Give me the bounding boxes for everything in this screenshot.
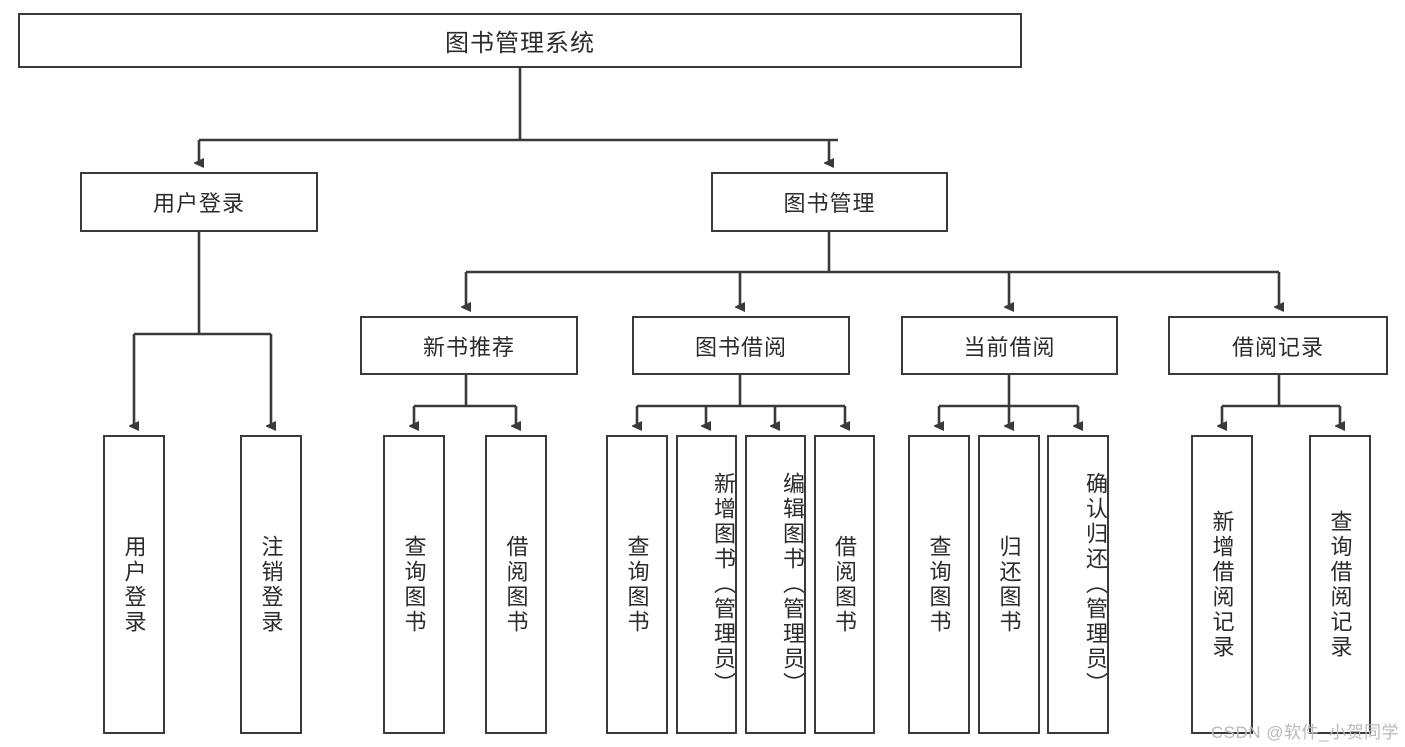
leaf-current-query-books[interactable]: 查询图书 — [908, 435, 970, 734]
leaf-current-confirm-return-admin[interactable]: 确认归还（管理员） — [1047, 435, 1109, 734]
leaf-borrow-borrow-books[interactable]: 借阅图书 — [814, 435, 875, 734]
leaf-borrow-edit-book-admin[interactable]: 编辑图书（管理员） — [745, 435, 806, 734]
node-user-login[interactable]: 用户登录 — [80, 172, 318, 232]
leaf-borrow-add-book-admin[interactable]: 新增图书（管理员） — [676, 435, 737, 734]
leaf-record-query-borrow-record[interactable]: 查询借阅记录 — [1309, 435, 1371, 734]
leaf-borrow-query-books[interactable]: 查询图书 — [606, 435, 668, 734]
leaf-new-book-query-books[interactable]: 查询图书 — [383, 435, 445, 734]
node-borrow-record[interactable]: 借阅记录 — [1168, 316, 1388, 375]
leaf-record-add-borrow-record[interactable]: 新增借阅记录 — [1191, 435, 1253, 734]
node-book-management[interactable]: 图书管理 — [711, 172, 948, 232]
leaf-user-login-logout[interactable]: 注销登录 — [240, 435, 302, 734]
leaf-current-return-books[interactable]: 归还图书 — [978, 435, 1040, 734]
leaf-user-login-login[interactable]: 用户登录 — [103, 435, 165, 734]
node-new-book-recommend[interactable]: 新书推荐 — [360, 316, 578, 375]
node-root-book-management-system[interactable]: 图书管理系统 — [18, 13, 1022, 68]
node-current-borrow[interactable]: 当前借阅 — [901, 316, 1118, 375]
leaf-new-book-borrow-books[interactable]: 借阅图书 — [485, 435, 547, 734]
node-book-borrow[interactable]: 图书借阅 — [632, 316, 850, 375]
